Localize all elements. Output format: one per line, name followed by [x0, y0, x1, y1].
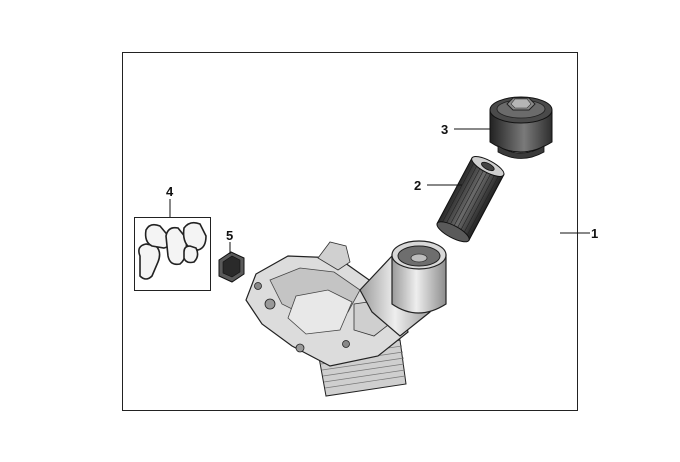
oil-filter-housing-part — [245, 240, 447, 397]
callout-1: 1 — [591, 226, 599, 241]
callout-3: 3 — [441, 122, 449, 137]
oil-filter-element-part — [436, 155, 505, 243]
callout-2: 2 — [414, 178, 422, 193]
oil-filter-cap-part — [489, 96, 553, 159]
gasket-inset-frame — [134, 217, 211, 291]
callout-5: 5 — [226, 228, 234, 243]
seal-ring-part — [218, 251, 245, 283]
assembly-frame — [122, 52, 578, 411]
callout-4: 4 — [166, 184, 174, 199]
gasket-set-part — [138, 221, 207, 280]
